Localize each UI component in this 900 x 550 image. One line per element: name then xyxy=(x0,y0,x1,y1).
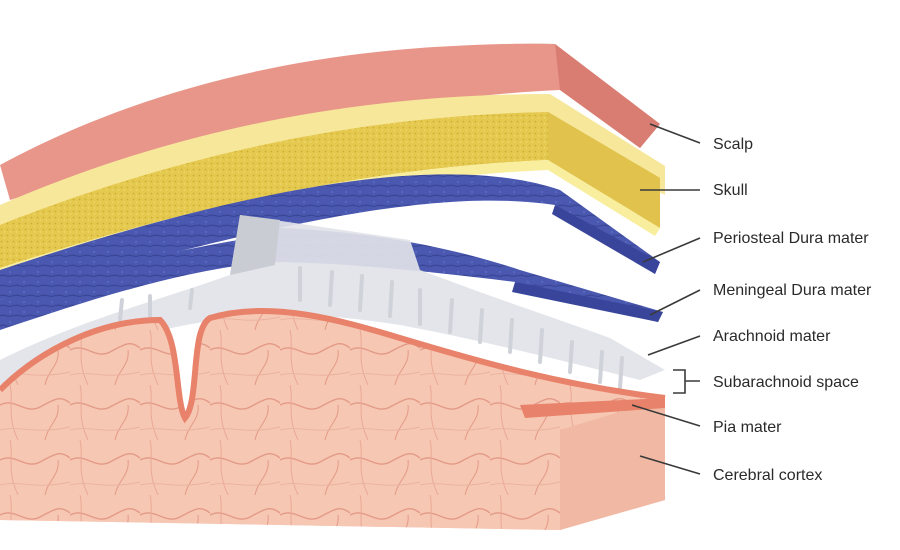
arachnoid-layer xyxy=(0,215,665,390)
leader-arachnoid xyxy=(647,335,701,356)
label-pia: Pia mater xyxy=(713,419,782,436)
periosteal-dura-layer xyxy=(0,174,660,300)
subarachnoid-bracket xyxy=(673,369,700,394)
label-scalp: Scalp xyxy=(713,136,753,153)
label-cortex: Cerebral cortex xyxy=(713,467,822,484)
leader-cortex xyxy=(639,455,701,475)
labels: Scalp Skull Periosteal Dura mater Mening… xyxy=(713,136,872,484)
label-subarachnoid: Subarachnoid space xyxy=(713,374,859,391)
leader-meningeal xyxy=(649,289,701,316)
leader-lines xyxy=(631,123,701,475)
label-periosteal-dura: Periosteal Dura mater xyxy=(713,230,869,247)
pia-layer xyxy=(0,307,666,424)
leader-scalp xyxy=(649,123,701,144)
skull-layer xyxy=(0,94,665,280)
leader-pia xyxy=(631,404,701,427)
scalp-layer xyxy=(0,43,660,201)
cortex-block xyxy=(0,310,665,530)
label-meningeal-dura: Meningeal Dura mater xyxy=(713,282,872,299)
leader-periosteal xyxy=(642,237,701,263)
label-arachnoid: Arachnoid mater xyxy=(713,328,831,345)
label-skull: Skull xyxy=(713,182,748,199)
